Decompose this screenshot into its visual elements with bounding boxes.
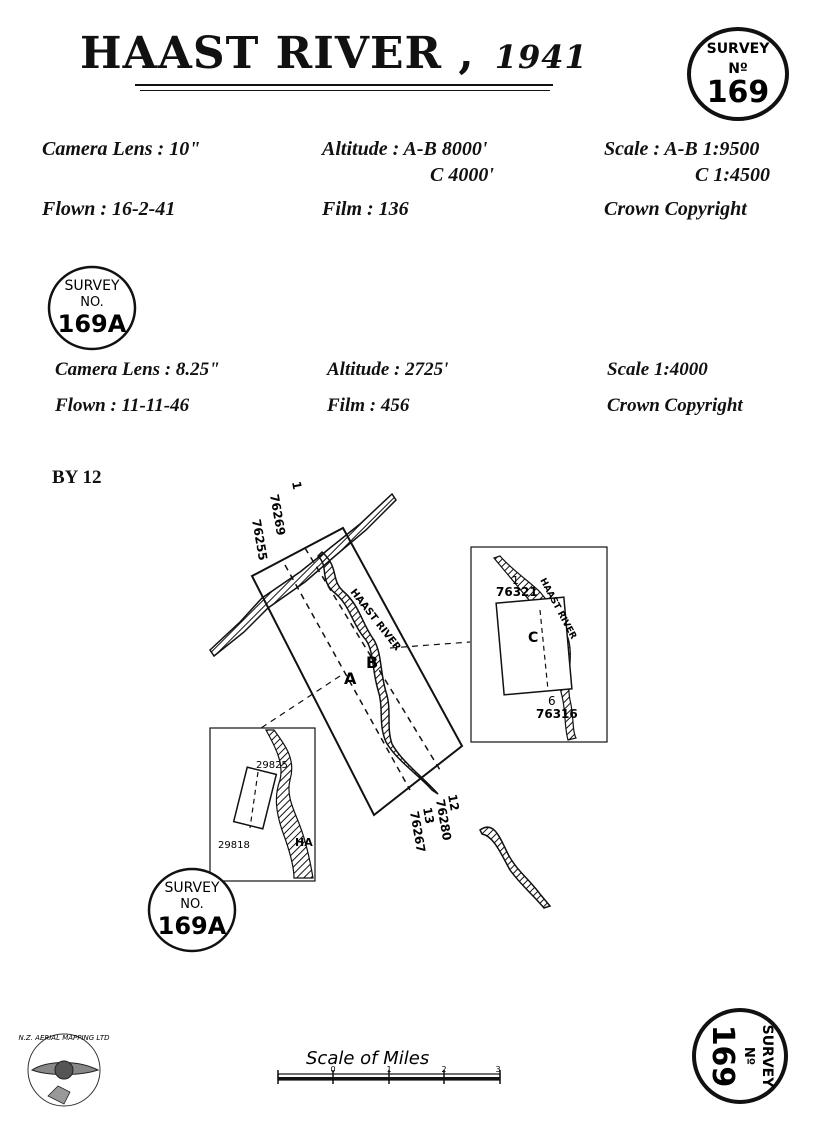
scale-bar-title: Scale of Miles	[306, 1048, 429, 1069]
scale-tick-label: 2	[441, 1065, 446, 1074]
stamp-no-text: NO.	[80, 295, 104, 310]
page-title: HAAST RIVER , 1941	[80, 28, 588, 79]
stamp-number-text: 169A	[158, 912, 227, 940]
survey-169-stamp: SURVEY Nº 169	[687, 27, 789, 121]
altitude-169a: Altitude : 2725'	[327, 359, 449, 380]
haast-river-main	[316, 550, 439, 795]
upper-river-band	[209, 492, 397, 658]
flight-line-a	[284, 564, 411, 791]
stamp-survey-text: SURVEY	[64, 278, 120, 294]
scale-169a: Scale 1:4000	[607, 359, 708, 380]
altitude-c-169: C 4000'	[430, 164, 494, 186]
flown-169: Flown : 16-2-41	[42, 198, 176, 220]
title-main: HAAST RIVER ,	[80, 28, 475, 79]
run-c-rectangle	[495, 596, 573, 696]
logo-text: N.Z. AERIAL MAPPING LTD	[18, 1034, 110, 1042]
scale-tick-label: 1	[386, 1065, 391, 1074]
stamp-no-text: Nº	[741, 1047, 756, 1065]
survey-169-stamp-rotated: SURVEY Nº 169	[692, 1008, 788, 1104]
survey-169a-stamp-map: SURVEY NO. 169A	[147, 867, 237, 953]
flight-line-169a	[249, 771, 259, 829]
copyright-169a: Crown Copyright	[607, 395, 743, 416]
frame-number: 1	[512, 574, 519, 587]
frame-number: 1	[289, 480, 304, 491]
camera-lens-169a: Camera Lens : 8.25"	[55, 359, 220, 380]
frame-number: 13	[420, 806, 437, 825]
leader-to-inset-169a	[257, 675, 341, 731]
leader-to-inset-c	[389, 641, 471, 649]
frame-number: 29818	[218, 840, 250, 851]
stamp-number-text: 169	[707, 75, 770, 110]
film-169: Film : 136	[322, 198, 409, 220]
index-label: BY 12	[52, 467, 102, 488]
flight-line-c	[539, 609, 549, 691]
frame-number: 76255	[249, 518, 270, 562]
film-169a: Film : 456	[327, 395, 410, 416]
scale-bar: Scale of Miles 0 1 2 3	[277, 1048, 501, 1084]
stamp-survey-text: SURVEY	[759, 1025, 775, 1089]
scale-ab-169: Scale : A-B 1:9500	[604, 138, 760, 160]
frame-number: 12	[445, 793, 462, 812]
river-fragment-label: HA	[295, 836, 313, 849]
run-ab-rectangle	[250, 526, 464, 817]
camera-lens-169: Camera Lens : 10"	[42, 138, 201, 160]
inset-169a-river	[264, 729, 314, 879]
nz-aerial-mapping-logo: N.Z. AERIAL MAPPING LTD	[18, 1033, 110, 1107]
scale-c-169: C 1:4500	[695, 164, 770, 186]
frame-number: 76321	[496, 585, 538, 599]
stamp-no-text: Nº	[728, 61, 748, 77]
stamp-number-text: 169A	[58, 310, 127, 338]
frame-number: 29825	[256, 760, 288, 771]
run-label-a: A	[344, 669, 357, 688]
stamp-number-text: 169	[705, 1025, 740, 1088]
flown-169a: Flown : 11-11-46	[55, 395, 190, 416]
frame-number: 76269	[267, 493, 288, 537]
run-169a-rectangle	[232, 766, 278, 830]
haast-river-lower	[479, 826, 552, 909]
title-year: 1941	[494, 38, 588, 76]
stamp-no-text: NO.	[180, 897, 204, 912]
survey-169a-stamp: SURVEY NO. 169A	[47, 265, 137, 351]
frame-number: 6	[548, 694, 556, 708]
frame-number: 76316	[536, 707, 578, 721]
stamp-survey-text: SURVEY	[164, 880, 220, 896]
title-underline-thin	[140, 90, 550, 91]
scale-tick-label: 3	[495, 1065, 500, 1074]
scale-tick-label: 0	[330, 1065, 335, 1074]
run-label-c: C	[528, 630, 538, 646]
altitude-ab-169: Altitude : A-B 8000'	[322, 138, 488, 160]
copyright-169: Crown Copyright	[604, 198, 747, 220]
run-label-b: B	[366, 653, 378, 672]
title-underline	[135, 84, 553, 86]
flight-index-map: HAAST RIVER A B 76269 1 76255 12 76280 1…	[209, 480, 608, 909]
stamp-survey-text: SURVEY	[707, 41, 771, 57]
